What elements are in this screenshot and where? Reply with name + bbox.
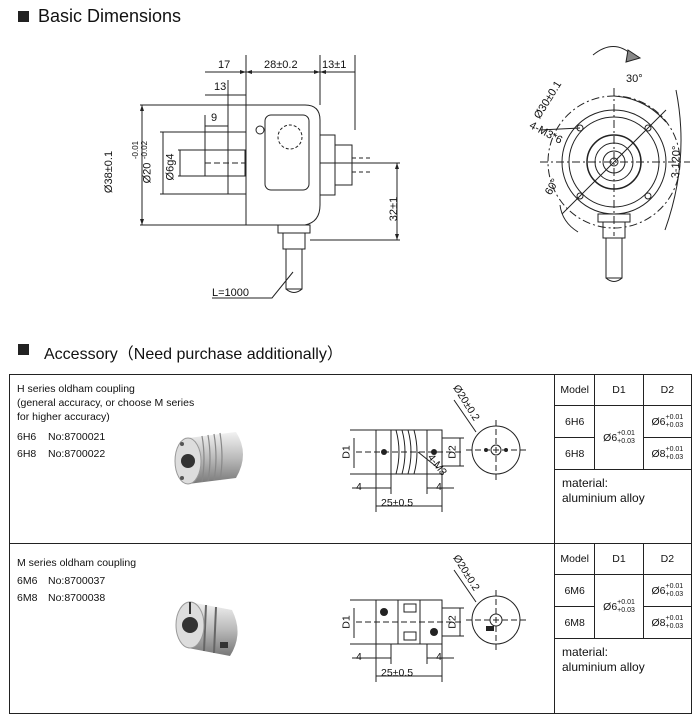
dim-d38: Ø38±0.1	[103, 150, 116, 194]
h-coupling-drawing	[350, 399, 526, 512]
tol-low: +0.03	[665, 622, 684, 630]
material-value: aluminium alloy	[562, 660, 645, 674]
dim-d6: Ø6g4	[164, 153, 177, 181]
col-header-model: Model	[553, 543, 596, 575]
h-coupling-photo	[174, 432, 243, 485]
dim-left: 4	[356, 651, 362, 663]
tol-up: +0.01	[665, 614, 684, 622]
angle-30: 30°	[626, 73, 643, 85]
accessory-item-model: 6H6	[17, 431, 37, 443]
dim-left: 4	[356, 481, 362, 493]
tol-low: +0.03	[617, 606, 635, 614]
accessory-desc-line: for higher accuracy)	[17, 411, 110, 423]
accessory-item-no: No:8700021	[48, 431, 106, 443]
material-label: material:	[562, 476, 609, 490]
m-spec-table: Model D1 D2 6M6 Ø6+0.01+0.03 Ø6+0.01+0.0…	[553, 543, 693, 639]
dim-9: 9	[211, 112, 218, 124]
section-marker-icon	[18, 11, 29, 22]
m-coupling-photo	[175, 601, 238, 656]
section-title: Basic Dimensions	[38, 6, 182, 26]
dim-13-tol: 13±1	[322, 59, 347, 71]
section-marker-icon	[18, 344, 29, 355]
dim-17: 17	[218, 59, 231, 71]
tol-up: +0.01	[617, 429, 635, 437]
accessory-desc-line: M series oldham coupling	[17, 557, 137, 569]
table-cell-d2: Ø6+0.01+0.03	[642, 405, 693, 438]
dim-right: 4	[436, 651, 442, 663]
accessory-desc-line: H series oldham coupling	[17, 383, 135, 395]
dim-d20: Ø20	[141, 162, 154, 184]
tol-up: +0.01	[665, 413, 684, 421]
material-value: aluminium alloy	[562, 491, 645, 505]
table-cell-model: 6H6	[553, 405, 596, 438]
accessory-item-model: 6M8	[17, 592, 38, 604]
table-cell-d2: Ø8+0.01+0.03	[642, 606, 693, 639]
tol-low: +0.03	[617, 437, 635, 445]
accessory-item-model: 6H8	[17, 448, 37, 460]
accessory-item-model: 6M6	[17, 575, 38, 587]
dim-d2: D2	[446, 615, 459, 629]
accessory-item-no: No:8700037	[48, 575, 106, 587]
table-cell-model: 6M6	[553, 574, 596, 607]
tol-low: +0.03	[665, 453, 684, 461]
dim-d1: D1	[340, 615, 353, 629]
table-cell-d1: Ø6+0.01+0.03	[594, 405, 644, 470]
table-cell-model: 6H8	[553, 437, 596, 470]
encoder-side-view	[140, 55, 400, 299]
dim-13: 13	[214, 81, 227, 93]
angle-120: 3-120°	[669, 145, 683, 179]
col-header-d1: D1	[594, 543, 644, 575]
table-cell-d1: Ø6+0.01+0.03	[594, 574, 644, 639]
dim-length: 25±0.5	[381, 667, 414, 679]
section-title: Accessory（Need purchase additionally）	[44, 346, 343, 363]
tol-up: +0.01	[665, 445, 684, 453]
dim-d1: D1	[340, 445, 353, 459]
tol-low: +0.03	[665, 421, 684, 429]
dim-right: 4	[436, 481, 442, 493]
accessory-item-no: No:8700022	[48, 448, 106, 460]
table-cell-d2: Ø6+0.01+0.03	[642, 574, 693, 607]
encoder-front-view	[539, 46, 690, 282]
tol-low: +0.03	[665, 590, 684, 598]
cable-length: L=1000	[212, 287, 250, 299]
accessory-desc-line: (general accuracy, or choose M series	[17, 397, 195, 409]
accessory-frame	[9, 374, 692, 714]
table-cell-d2: Ø8+0.01+0.03	[642, 437, 693, 470]
table-cell-model: 6M8	[553, 606, 596, 639]
col-header-d1: D1	[594, 374, 644, 406]
col-header-d2: D2	[642, 374, 693, 406]
col-header-model: Model	[553, 374, 596, 406]
tol-up: +0.01	[665, 582, 684, 590]
accessory-item-no: No:8700038	[48, 592, 106, 604]
m-coupling-drawing	[350, 569, 526, 682]
row-divider	[9, 543, 692, 544]
col-header-d2: D2	[642, 543, 693, 575]
h-spec-table: Model D1 D2 6H6 Ø6+0.01+0.03 Ø6+0.01+0.0…	[553, 374, 693, 470]
dim-d20-tol-low: -0.02	[140, 140, 150, 160]
dim-d2: D2	[446, 445, 459, 459]
dim-length: 25±0.5	[381, 497, 414, 509]
dim-32: 32±1	[388, 196, 401, 222]
tol-up: +0.01	[617, 598, 635, 606]
dim-28: 28±0.2	[264, 59, 298, 71]
material-label: material:	[562, 645, 609, 659]
